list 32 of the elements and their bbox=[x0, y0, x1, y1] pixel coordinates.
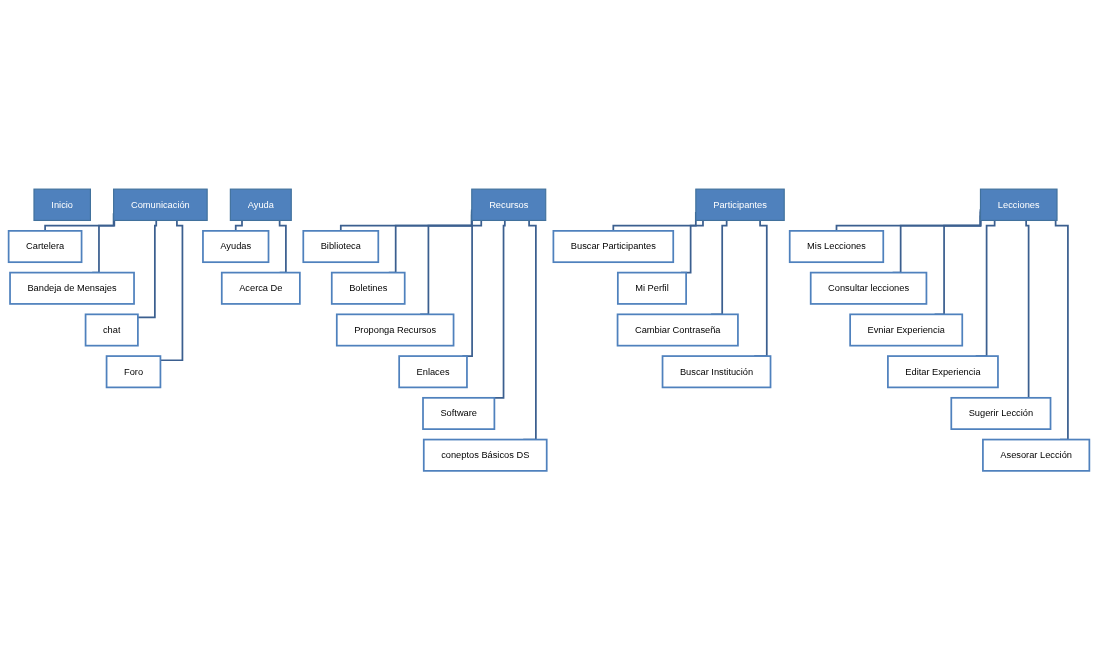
connector bbox=[278, 219, 287, 274]
node-box: Recursos bbox=[471, 188, 547, 221]
node-box: Ayudas bbox=[202, 230, 270, 264]
connector bbox=[137, 219, 158, 319]
node-box: Proponga Recursos bbox=[335, 313, 455, 347]
node-box: Participantes bbox=[695, 188, 785, 221]
connector bbox=[1054, 219, 1069, 441]
node-box: Buscar Institución bbox=[661, 355, 772, 389]
node-box: Enlaces bbox=[398, 355, 468, 389]
node-box: Biblioteca bbox=[302, 230, 380, 264]
node-box: Boletines bbox=[330, 271, 406, 305]
node-box: Asesorar Lección bbox=[982, 438, 1091, 472]
node-box: Cambiar Contraseña bbox=[616, 313, 739, 347]
node-box: Cartelera bbox=[7, 230, 83, 264]
node-box: Software bbox=[422, 396, 496, 430]
connector bbox=[234, 219, 243, 232]
node-box: Evniar Experiencia bbox=[849, 313, 964, 347]
node-box: Comunicación bbox=[113, 188, 208, 221]
node-box: Bandeja de Mensajes bbox=[9, 271, 135, 305]
node-box: Ayuda bbox=[229, 188, 292, 221]
node-box: Editar Experiencia bbox=[887, 355, 999, 389]
node-box: Mis Lecciones bbox=[788, 230, 885, 264]
node-box: Sugerir Lección bbox=[950, 396, 1052, 430]
node-box: chat bbox=[84, 313, 139, 347]
node-box: Acerca De bbox=[220, 271, 301, 305]
node-box: Consultar lecciones bbox=[809, 271, 928, 305]
node-box: Lecciones bbox=[979, 188, 1058, 221]
node-box: coneptos Básicos DS bbox=[422, 438, 548, 472]
node-box: Foro bbox=[105, 355, 162, 389]
node-box: Mi Perfil bbox=[616, 271, 687, 305]
node-box: Inicio bbox=[33, 188, 91, 221]
node-box: Buscar Participantes bbox=[552, 230, 675, 264]
